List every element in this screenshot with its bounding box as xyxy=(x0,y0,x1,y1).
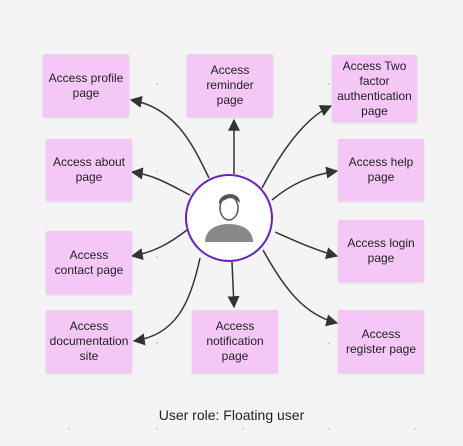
grid-dot xyxy=(328,428,330,430)
node-login: Access login page xyxy=(338,220,424,282)
node-reminder: Access reminder page xyxy=(187,54,273,117)
arrow-to-notification xyxy=(227,261,240,309)
grid-dot xyxy=(156,256,158,258)
node-notification: Access notification page xyxy=(192,310,278,373)
arrow-to-profile xyxy=(129,95,210,179)
user-avatar-icon xyxy=(205,194,253,242)
node-two-factor: Access Two factor authentication page xyxy=(332,55,417,122)
grid-dot xyxy=(156,428,158,430)
arrow-to-contact xyxy=(130,229,188,261)
arrow-to-documentation xyxy=(132,257,201,346)
grid-dot xyxy=(156,342,158,344)
center-user-node xyxy=(185,174,273,262)
arrow-to-two-factor xyxy=(261,105,333,189)
grid-dot xyxy=(242,428,244,430)
node-documentation: Access documentation site xyxy=(46,310,132,373)
arrow-to-about xyxy=(130,167,191,196)
grid-dot xyxy=(156,170,158,172)
arrow-to-help xyxy=(271,166,339,201)
grid-dot xyxy=(68,428,70,430)
arrow-to-login xyxy=(274,231,339,259)
arrow-to-register xyxy=(262,249,339,327)
diagram-caption: User role: Floating user xyxy=(158,407,305,423)
grid-dot xyxy=(156,83,158,85)
grid-dot xyxy=(241,170,243,172)
grid-dot xyxy=(328,342,330,344)
node-contact: Access contact page xyxy=(46,231,132,294)
grid-dot xyxy=(414,428,416,430)
node-about: Access about page xyxy=(46,139,132,201)
node-register: Access register page xyxy=(338,310,424,373)
node-profile: Access profile page xyxy=(43,54,129,117)
node-help: Access help page xyxy=(338,139,424,201)
grid-dot xyxy=(328,83,330,85)
